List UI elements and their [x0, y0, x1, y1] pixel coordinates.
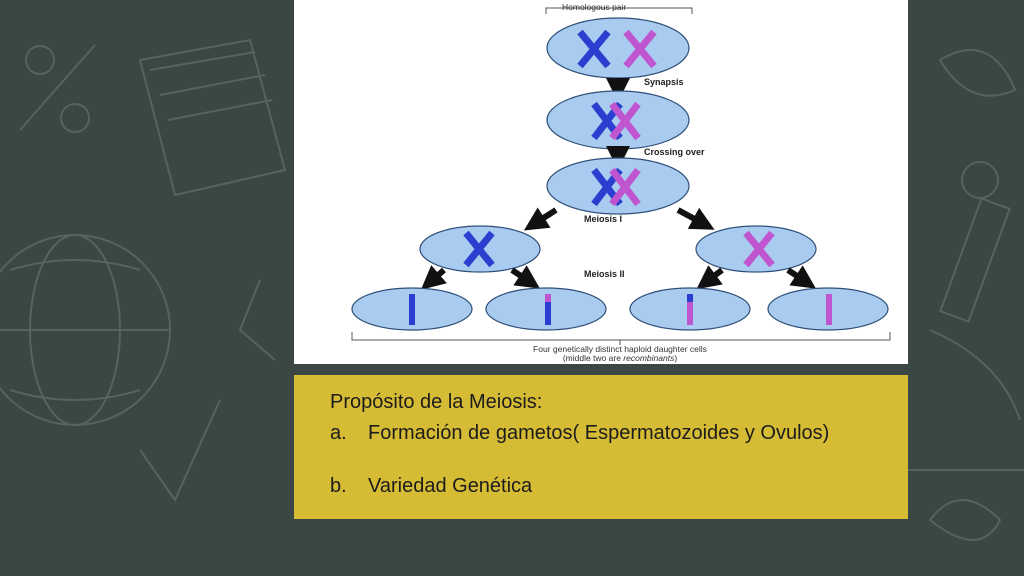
- cell-synapsis: [546, 90, 690, 150]
- purpose-item-b: b. Variedad Genética: [330, 474, 870, 499]
- list-item-text: Variedad Genética: [368, 475, 533, 497]
- purpose-item-a: a. Formación de gametos( Espermatozoides…: [330, 421, 870, 471]
- chalk-book-doodle: [138, 38, 287, 197]
- homologous-pair-bracket: [545, 7, 693, 14]
- chalk-check-doodle: [139, 399, 221, 503]
- arrow-meiosis1-right: [676, 207, 715, 230]
- purpose-panel: Propósito de la Meiosis: a. Formación de…: [294, 375, 908, 519]
- meiosis-1-label: Meiosis I: [584, 214, 622, 224]
- arrow-meiosis1-left: [523, 207, 558, 231]
- daughter-chromosome-3: [687, 294, 693, 325]
- chromosome-pink-x: [623, 29, 657, 69]
- cell-crossing-over: [546, 157, 690, 215]
- homologous-pair-label: Homologous pair: [562, 2, 626, 12]
- cell-homologous-pair: [546, 17, 690, 79]
- chalk-globe-doodle: [0, 234, 171, 426]
- arrow-meiosis2-2: [510, 265, 540, 289]
- meiosis-diagram-panel: Homologous pair Synapsis Crossing over: [294, 0, 908, 364]
- daughter-chromosome-1: [409, 294, 415, 325]
- list-item-text: Formación de gametos( Espermatozoides y …: [368, 422, 830, 444]
- daughter-chromosome-4: [826, 294, 832, 325]
- arrow-meiosis2-3: [696, 265, 724, 290]
- purpose-title: Propósito de la Meiosis:: [330, 391, 543, 413]
- recombinants-caption: (middle two are recombinants): [563, 353, 678, 363]
- chromosome-blue-x: [577, 29, 611, 69]
- crossing-over-label: Crossing over: [644, 147, 705, 157]
- meiosis-diagram: Homologous pair Synapsis Crossing over: [351, 2, 891, 363]
- chalk-microscope-doodle: [900, 161, 1024, 471]
- synapsis-label: Synapsis: [644, 77, 684, 87]
- list-marker: b.: [330, 475, 347, 497]
- meiosis-2-label: Meiosis II: [584, 269, 625, 279]
- chromosome-pink-x-crossover: [609, 167, 641, 207]
- chalk-flask-doodle: [928, 499, 1002, 541]
- chalk-percent-doodle: [19, 44, 96, 133]
- list-marker: a.: [330, 422, 347, 444]
- arrow-meiosis2-1: [420, 265, 447, 290]
- chalk-leaf-doodle: [938, 49, 1017, 97]
- arrow-meiosis2-4: [786, 265, 816, 289]
- daughter-chromosome-2: [545, 294, 551, 325]
- chromosome-blue-x-meiosis1: [463, 230, 495, 268]
- daughter-chromosome-3-segment: [687, 294, 693, 302]
- daughter-chromosome-2-segment: [545, 294, 551, 302]
- chromosome-pink-x-meiosis1: [743, 230, 775, 268]
- daughter-cells-bracket: [351, 332, 891, 345]
- daughter-cells-caption: Four genetically distinct haploid daught…: [533, 344, 707, 354]
- chromosome-pink-x-synapsis: [609, 101, 641, 141]
